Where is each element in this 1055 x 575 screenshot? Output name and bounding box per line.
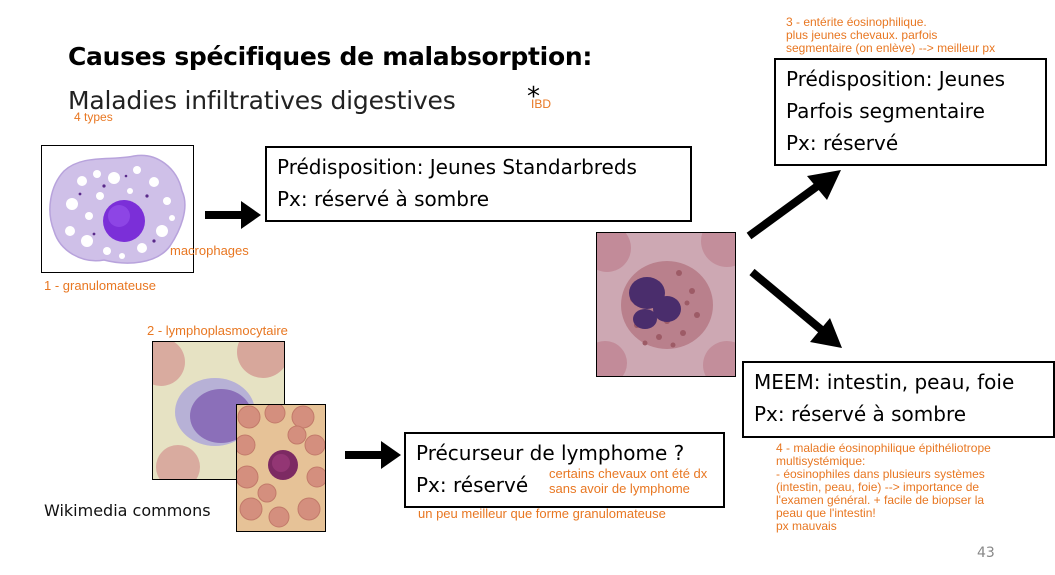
meem-note: 4 - maladie éosinophilique épithéliotrop… [776, 442, 991, 533]
ibd-note: IBD [531, 98, 551, 111]
box-line: Px: réservé à sombre [277, 183, 680, 215]
eosinophilic-enteritis-note: 3 - entérite éosinophilique. plus jeunes… [786, 16, 995, 55]
box-line: Précurseur de lymphome ? [416, 437, 713, 469]
eosinophil-micrograph [597, 233, 735, 376]
box-line: Parfois segmentaire [786, 95, 1035, 127]
arrow-right-icon [345, 439, 403, 471]
page-number: 43 [977, 545, 995, 561]
box-line: MEEM: intestin, peau, foie [754, 366, 1043, 398]
lymphoma-dx-note: certains chevaux ont été dx sans avoir d… [549, 466, 707, 496]
plasmocyte-micrograph [237, 405, 325, 531]
note-line: sans avoir de lymphome [549, 481, 707, 496]
macrophages-note: macrophages [170, 244, 249, 258]
slide-title: Causes spécifiques de malabsorption: [68, 42, 592, 71]
box-line: Px: réservé à sombre [754, 398, 1043, 430]
lymphoma-px-note: un peu meilleur que forme granulomateuse [418, 507, 666, 521]
slide-subtitle: Maladies infiltratives digestives [68, 86, 456, 115]
note-line: certains chevaux ont été dx [549, 466, 707, 481]
lymphoplasmocytaire-label: 2 - lymphoplasmocytaire [147, 324, 288, 338]
box-line: Px: réservé [786, 127, 1035, 159]
meem-box: MEEM: intestin, peau, foie Px: réservé à… [742, 361, 1055, 438]
note-line: px mauvais [776, 520, 991, 533]
arrow-up-right-icon [745, 166, 845, 242]
arrow-right-icon [205, 199, 263, 231]
image-credit: Wikimedia commons [44, 501, 211, 520]
box-line: Prédisposition: Jeunes [786, 63, 1035, 95]
subtitle-text: Maladies infiltratives digestives [68, 86, 456, 115]
eosinophil-image [596, 232, 736, 377]
plasmocyte-image [236, 404, 326, 532]
arrow-down-right-icon [748, 266, 848, 354]
types-note: 4 types [74, 111, 113, 124]
box-line: Prédisposition: Jeunes Standarbreds [277, 151, 680, 183]
granulomateuse-box: Prédisposition: Jeunes Standarbreds Px: … [265, 146, 692, 222]
granulomateuse-label: 1 - granulomateuse [44, 279, 156, 293]
eosinophilic-enteritis-box: Prédisposition: Jeunes Parfois segmentai… [774, 58, 1047, 166]
note-line: segmentaire (on enlève) --> meilleur px [786, 42, 995, 55]
